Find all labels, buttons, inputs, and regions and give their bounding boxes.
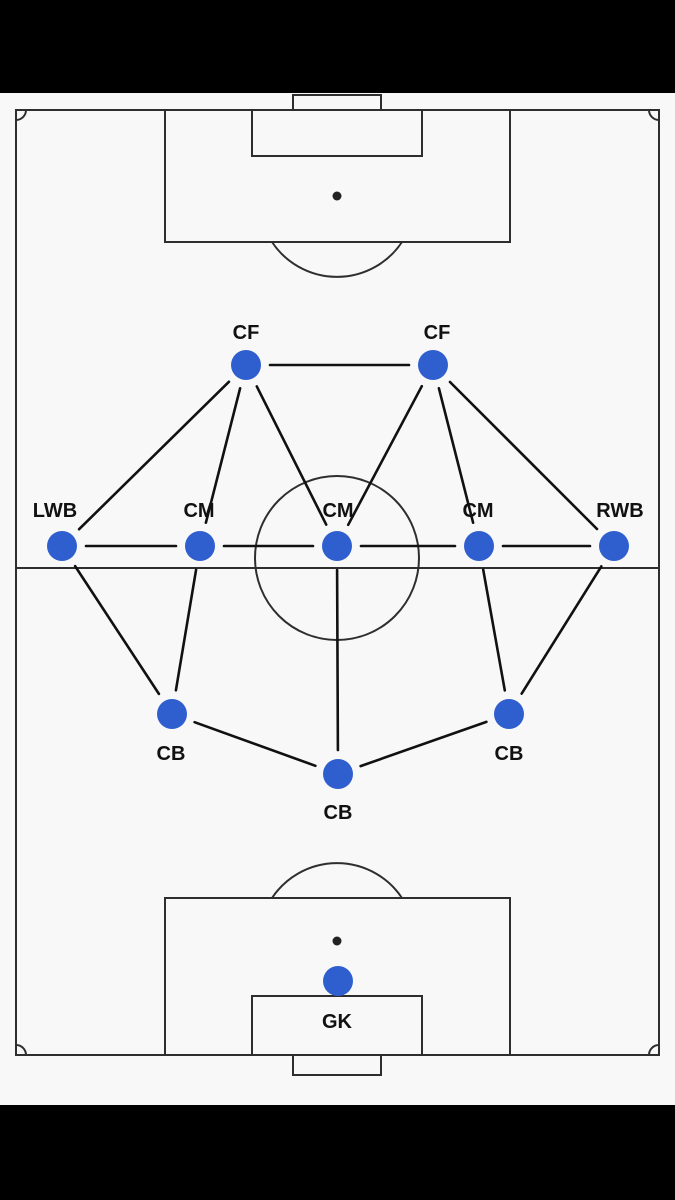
link-cm-left-to-cb-left	[174, 568, 198, 692]
player-marker	[418, 350, 448, 380]
link-cb-center-to-cb-right	[359, 720, 488, 768]
player-cm-center: CM	[322, 500, 354, 561]
player-label: RWB	[596, 500, 643, 522]
link-lwb-to-cb-left	[73, 564, 161, 696]
player-marker	[323, 966, 353, 996]
top-penalty-arc	[271, 241, 403, 278]
player-marker	[323, 759, 353, 789]
player-lwb: LWB	[33, 500, 77, 561]
player-label: CB	[495, 743, 524, 765]
player-cb-left: CB	[157, 699, 187, 765]
link-cf-right-to-rwb	[448, 380, 599, 531]
link-rwb-to-cb-right	[520, 565, 603, 695]
player-label: CB	[157, 743, 186, 765]
link-cf-left-to-lwb	[77, 380, 231, 531]
player-rwb: RWB	[596, 500, 644, 561]
player-label: CM	[462, 500, 493, 522]
player-label: LWB	[33, 500, 77, 522]
corner-arc-top-right	[648, 109, 660, 121]
player-cb-center: CB	[323, 759, 353, 824]
player-label: CB	[324, 802, 353, 824]
player-marker	[157, 699, 187, 729]
player-marker	[185, 531, 215, 561]
players: CF CF LWB CM CM CM RWB CB CB CB GK	[33, 322, 644, 1033]
corner-arc-top-left	[15, 109, 27, 121]
player-cm-right: CM	[462, 500, 494, 561]
player-cf-left: CF	[231, 322, 261, 380]
player-marker	[231, 350, 261, 380]
player-marker	[47, 531, 77, 561]
top-goal-area	[251, 109, 423, 157]
player-marker	[599, 531, 629, 561]
link-cf-left-to-cm-left	[204, 386, 242, 525]
link-cm-center-to-cb-center	[335, 568, 340, 752]
player-marker	[464, 531, 494, 561]
player-label: CM	[183, 500, 214, 522]
link-cf-left-to-cm-center	[255, 385, 328, 526]
player-label: CF	[233, 322, 260, 344]
pitch-markings	[15, 94, 660, 1076]
player-marker	[494, 699, 524, 729]
passing-links	[73, 363, 603, 768]
player-label: CF	[424, 322, 451, 344]
player-label: CM	[322, 500, 353, 522]
player-gk: GK	[322, 966, 353, 1033]
player-marker	[322, 531, 352, 561]
link-cm-right-to-cb-right	[481, 568, 507, 692]
player-label: GK	[322, 1011, 353, 1033]
player-cm-left: CM	[183, 500, 215, 561]
player-cf-right: CF	[418, 322, 450, 380]
bottom-goal	[292, 1054, 382, 1076]
top-penalty-spot	[332, 191, 342, 201]
corner-arc-bottom-left	[15, 1044, 27, 1056]
bottom-penalty-arc	[271, 862, 403, 899]
bottom-penalty-spot	[332, 936, 342, 946]
corner-arc-bottom-right	[648, 1044, 660, 1056]
link-cf-right-to-cm-right	[437, 386, 475, 525]
player-cb-right: CB	[494, 699, 524, 765]
link-cf-right-to-cm-center	[346, 384, 424, 527]
link-cb-left-to-cb-center	[193, 720, 317, 768]
